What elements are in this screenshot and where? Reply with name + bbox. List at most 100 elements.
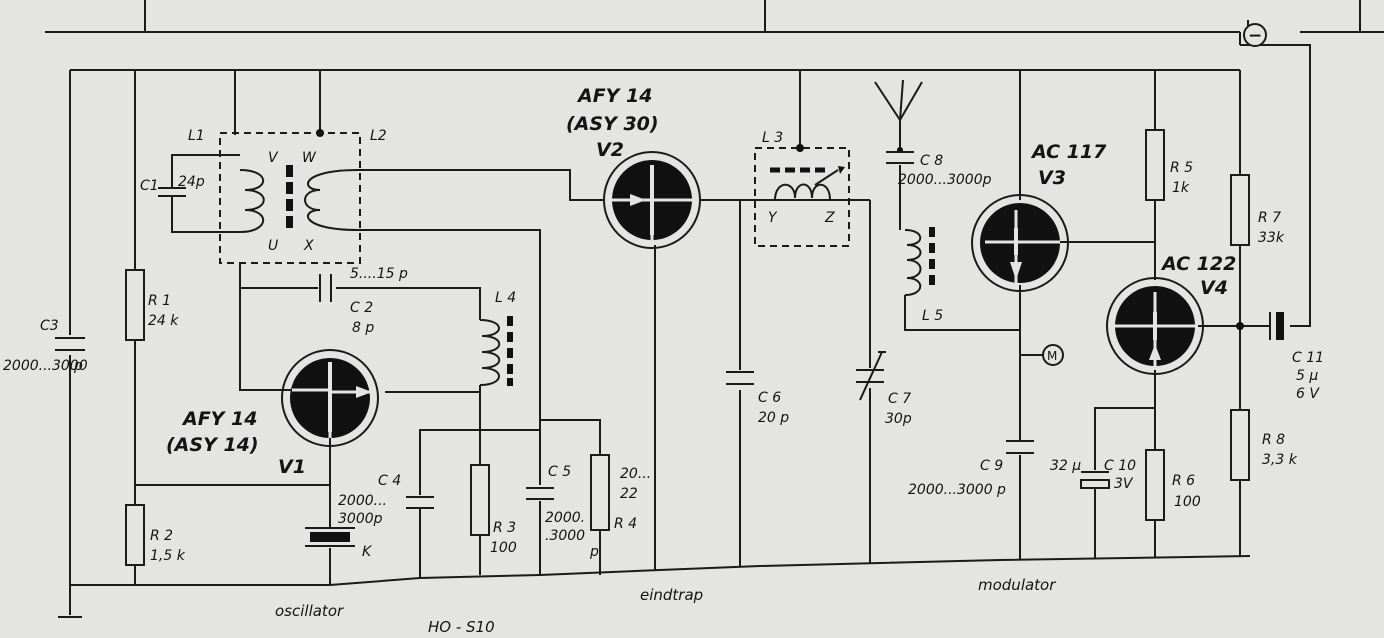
c2-value: 8 p xyxy=(352,320,374,336)
c1-label: C1 xyxy=(140,178,159,194)
c2-range: 5....15 p xyxy=(350,266,408,282)
v1-ref: V1 xyxy=(278,456,306,478)
capacitor-c7 xyxy=(856,351,886,401)
c8-value: 2000...3000p xyxy=(898,172,992,188)
l3-label: L 3 xyxy=(762,130,783,146)
c5-label: C 5 xyxy=(548,464,571,480)
v3-ref: V3 xyxy=(1038,167,1066,189)
v1-alt: (ASY 14) xyxy=(166,434,259,456)
resistor-r8 xyxy=(1230,409,1250,481)
capacitor-c5 xyxy=(525,485,555,501)
l2-label: L2 xyxy=(370,128,387,144)
c4-label: C 4 xyxy=(378,473,401,489)
r5-label: R 5 xyxy=(1170,160,1193,176)
l5-label: L 5 xyxy=(922,308,943,324)
c9-value: 2000...3000 p xyxy=(908,482,1006,498)
c7-value: 30p xyxy=(885,411,912,427)
terminal-w: W xyxy=(302,150,317,166)
c5-value-2: .3000 xyxy=(545,528,585,544)
r1-value: 24 k xyxy=(148,313,179,329)
r6-label: R 6 xyxy=(1172,473,1195,489)
capacitor-c2 xyxy=(319,274,332,302)
supply-symbol: − xyxy=(1248,26,1262,46)
r2-label: R 2 xyxy=(150,528,173,544)
resistor-r6 xyxy=(1145,449,1165,521)
r3-value: 100 xyxy=(490,540,517,556)
negative-terminal-icon xyxy=(1243,23,1267,47)
c1-value: 24p xyxy=(178,174,205,190)
c5-unit: p xyxy=(589,544,599,560)
c9-label: C 9 xyxy=(980,458,1003,474)
l1-label: L1 xyxy=(188,128,205,144)
section-oscillator: oscillator xyxy=(275,602,344,620)
c8-label: C 8 xyxy=(920,153,943,169)
meter-symbol: M xyxy=(1047,349,1057,363)
c3-value: 2000...3000 xyxy=(3,358,88,374)
capacitor-c4 xyxy=(405,430,435,578)
transistor-v2 xyxy=(603,151,701,249)
resistor-r7 xyxy=(1230,174,1250,246)
c6-label: C 6 xyxy=(758,390,781,406)
c5-value-1: 2000. xyxy=(545,510,585,526)
v2-ref: V2 xyxy=(596,139,624,161)
capacitor-c1 xyxy=(158,170,186,210)
r1-label: R 1 xyxy=(148,293,171,309)
v2-alt: (ASY 30) xyxy=(566,113,659,135)
terminal-y: Y xyxy=(768,210,778,226)
c6-value: 20 p xyxy=(758,410,789,426)
capacitor-c10 xyxy=(1080,470,1110,505)
resistor-r2 xyxy=(125,504,145,566)
v3-type: AC 117 xyxy=(1030,141,1107,163)
c11-label: C 11 xyxy=(1292,350,1324,366)
r5-value: 1k xyxy=(1172,180,1190,196)
section-eindtrap: eindtrap xyxy=(640,586,703,604)
transistor-v4 xyxy=(1106,277,1204,375)
c4-value-1: 2000... xyxy=(338,493,387,509)
c10-value: 3V xyxy=(1114,476,1134,492)
c3-unit: p xyxy=(73,358,83,374)
r2-value: 1,5 k xyxy=(150,548,186,564)
capacitor-c8 xyxy=(886,151,914,164)
c10-label: C 10 xyxy=(1104,458,1136,474)
resistor-r1 xyxy=(125,269,145,341)
crystal-label: K xyxy=(362,544,373,560)
crystal-k xyxy=(305,527,355,547)
resistor-r4 xyxy=(590,454,610,531)
meter-icon xyxy=(1042,344,1064,366)
r4-value-2: 22 xyxy=(620,486,638,502)
c4-value-2: 3000p xyxy=(338,511,383,527)
v1-type: AFY 14 xyxy=(181,408,258,430)
capacitor-c3 xyxy=(55,335,85,355)
l4-label: L 4 xyxy=(495,290,516,306)
r4-label: R 4 xyxy=(614,516,637,532)
transistor-v3 xyxy=(971,194,1069,292)
r6-value: 100 xyxy=(1174,494,1201,510)
terminal-v: V xyxy=(268,150,279,166)
r7-label: R 7 xyxy=(1258,210,1281,226)
r3-label: R 3 xyxy=(493,520,516,536)
terminal-u: U xyxy=(268,238,278,254)
r8-value: 3,3 k xyxy=(1262,452,1298,468)
v4-type: AC 122 xyxy=(1160,253,1236,275)
coil-l4 xyxy=(479,316,513,386)
c7-label: C 7 xyxy=(888,391,911,407)
transistor-v1 xyxy=(281,349,379,447)
capacitor-c9 xyxy=(1006,440,1034,454)
capacitor-c6 xyxy=(726,371,754,385)
resistor-r5 xyxy=(1145,129,1165,201)
v4-ref: V4 xyxy=(1200,277,1228,299)
terminal-z: Z xyxy=(824,210,835,226)
section-modulator: modulator xyxy=(978,576,1056,594)
antenna-icon xyxy=(874,79,923,121)
wiring xyxy=(45,0,1384,618)
coil-l1-l2 xyxy=(219,132,361,264)
c10-extra: 32 µ xyxy=(1050,458,1081,474)
c3-label: C3 xyxy=(40,318,59,334)
r4-value-1: 20... xyxy=(620,466,651,482)
v2-type: AFY 14 xyxy=(576,85,653,107)
r7-value: 33k xyxy=(1258,230,1285,246)
coil-l5 xyxy=(904,227,935,296)
figure-code: HO - S10 xyxy=(428,618,495,636)
capacitor-c11 xyxy=(1269,312,1284,340)
c11-value-1: 5 µ xyxy=(1296,368,1318,384)
